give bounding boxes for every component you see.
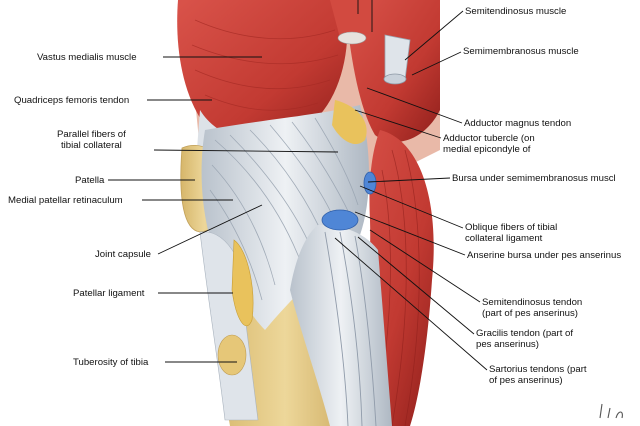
label-patella: Patella: [75, 175, 105, 186]
label-adductor-magnus-tendon: Adductor magnus tendon: [464, 118, 572, 129]
vastus-medialis-shape: [177, 0, 348, 145]
label-semimembranosus-muscle: Semimembranosus muscle: [463, 46, 579, 57]
tibial-tuberosity-shape: [217, 334, 247, 376]
label-joint-capsule: Joint capsule: [95, 249, 151, 260]
label-parallel-fibers: Parallel fibers of tibial collateral: [57, 129, 126, 151]
artist-signature: [599, 403, 623, 419]
anserine-bursa-shape: [321, 209, 359, 231]
label-vastus-medialis-muscle: Vastus medialis muscle: [37, 52, 137, 63]
infrapatellar-fat: [231, 239, 254, 327]
semimembranosus-bursa-shape: [363, 171, 377, 195]
pes-anserinus-shape: [290, 225, 392, 426]
label-oblique-fibers: Oblique fibers of tibial collateral liga…: [465, 222, 558, 244]
label-gracilis-tendon: Gracilis tendon (part of pes anserinus): [476, 328, 574, 350]
label-tuberosity-of-tibia: Tuberosity of tibia: [73, 357, 149, 368]
label-adductor-tubercle: Adductor tubercle (on medial epicondyle …: [443, 133, 535, 155]
adductor-tubercle-fat: [332, 100, 367, 145]
label-bursa-semimembranosus: Bursa under semimembranosus muscl: [452, 173, 616, 184]
label-patellar-ligament: Patellar ligament: [73, 288, 145, 299]
label-quadriceps-femoris-tendon: Quadriceps femoris tendon: [14, 95, 130, 106]
label-semitendinosus-muscle: Semitendinosus muscle: [465, 6, 567, 17]
label-medial-patellar-retinaculum: Medial patellar retinaculum: [8, 195, 123, 206]
label-anserine-bursa: Anserine bursa under pes anserinus: [467, 250, 622, 261]
patellar-ligament-shape: [199, 231, 259, 421]
label-sartorius-tendons: Sartorius tendons (part of pes anserinus…: [489, 364, 587, 386]
label-semitendinosus-tendon: Semitendinosus tendon (part of pes anser…: [482, 297, 583, 319]
leader-lines: [108, 0, 488, 371]
